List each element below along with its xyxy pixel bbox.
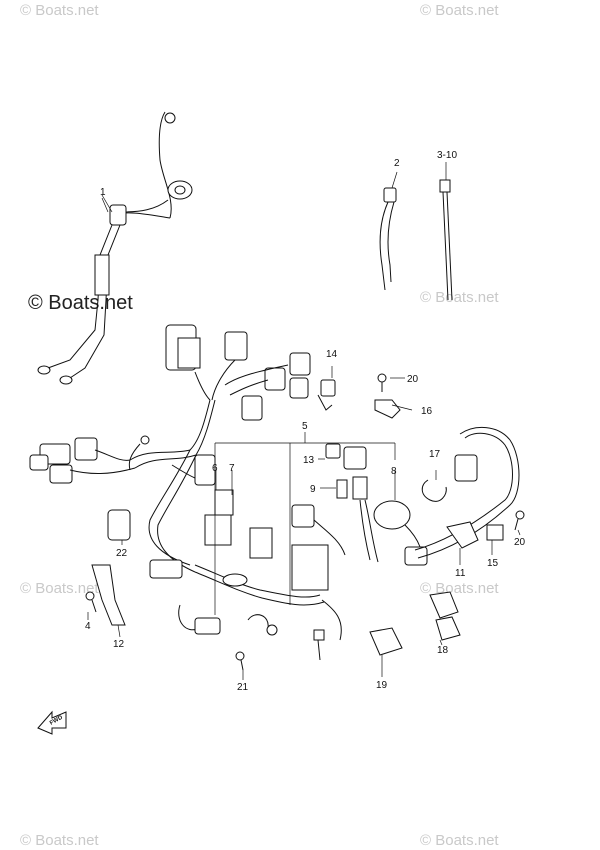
callout-3-10: 3-10 bbox=[437, 150, 457, 161]
callout-5: 5 bbox=[302, 421, 308, 432]
part-5-bracket-lines bbox=[214, 432, 396, 615]
callout-1: 1 bbox=[100, 187, 106, 198]
watermark-main: © Boats.net bbox=[28, 292, 133, 314]
small-parts bbox=[85, 373, 525, 671]
callout-22: 22 bbox=[116, 548, 128, 559]
callout-21: 21 bbox=[237, 682, 249, 693]
callout-7: 7 bbox=[229, 463, 235, 474]
watermark-bottom-left: © Boats.net bbox=[20, 832, 99, 849]
watermark-lower-left: © Boats.net bbox=[20, 580, 99, 597]
callout-6: 6 bbox=[212, 463, 218, 474]
watermarks: © Boats.net © Boats.net © Boats.net © Bo… bbox=[20, 2, 499, 849]
callout-2: 2 bbox=[394, 158, 400, 169]
callout-13: 13 bbox=[303, 455, 315, 466]
callout-11: 11 bbox=[455, 568, 466, 579]
watermark-top-left: © Boats.net bbox=[20, 2, 99, 19]
callout-4: 4 bbox=[85, 621, 91, 632]
callout-14: 14 bbox=[326, 349, 338, 360]
callout-19: 19 bbox=[376, 680, 388, 691]
callout-12: 12 bbox=[113, 639, 125, 650]
callout-16: 16 bbox=[421, 406, 433, 417]
main-harness bbox=[29, 324, 520, 661]
callout-17: 17 bbox=[429, 449, 441, 460]
callout-18: 18 bbox=[437, 645, 449, 656]
callout-20-top: 20 bbox=[407, 374, 419, 385]
fwd-arrow-icon: FWD bbox=[37, 710, 67, 735]
callout-15: 15 bbox=[487, 558, 499, 569]
callout-20-right: 20 bbox=[514, 537, 526, 548]
cable-tie bbox=[439, 162, 453, 301]
leader-lines bbox=[87, 197, 521, 680]
battery-cable bbox=[37, 111, 193, 385]
watermark-top-right: © Boats.net bbox=[420, 2, 499, 19]
sensor-lead bbox=[379, 171, 398, 291]
watermark-mid-right: © Boats.net bbox=[420, 289, 499, 306]
watermark-lower-right: © Boats.net bbox=[420, 580, 499, 597]
callouts: 1 2 3-10 4 5 6 7 8 9 11 12 13 14 15 16 1… bbox=[85, 150, 526, 693]
callout-8: 8 bbox=[391, 466, 397, 477]
callout-9: 9 bbox=[310, 484, 316, 495]
watermark-bottom-right: © Boats.net bbox=[420, 832, 499, 849]
